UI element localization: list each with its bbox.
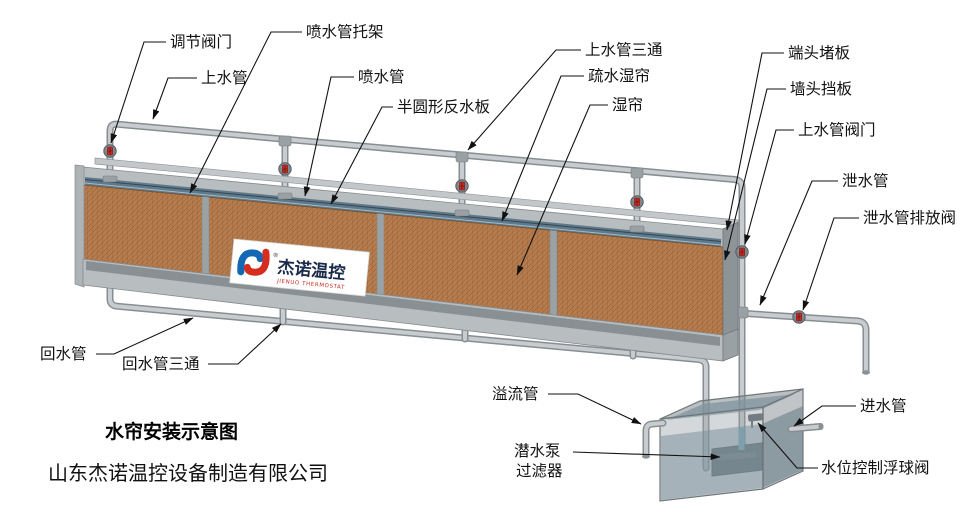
leader-supply-tee xyxy=(467,49,581,151)
brand-logo-plate: ® 杰诺温控 JIENUO THERMOSTAT xyxy=(229,238,370,297)
leader-return-pipe xyxy=(96,317,194,355)
label-spray-pipe-bracket: 喷水管托架 xyxy=(306,23,384,41)
leader-spray-pipe-bracket xyxy=(189,31,302,194)
label-return-tee: 回水管三通 xyxy=(122,355,200,373)
tank-top-rim xyxy=(659,388,804,420)
diagram-title: 水帘安装示意图 xyxy=(105,420,238,443)
leader-deflector xyxy=(330,106,393,205)
label-drainage-pad: 疏水湿帘 xyxy=(588,67,650,85)
leader-lines xyxy=(96,31,859,469)
label-drain-valve: 泄水管排放阀 xyxy=(863,209,956,227)
leader-pump-filter xyxy=(572,451,721,460)
supply-pipe-valve xyxy=(736,246,748,258)
water-front xyxy=(661,424,762,500)
supply-tee-2 xyxy=(278,135,292,147)
spray-pipe-bracket-2 xyxy=(277,192,293,200)
label-deflector: 半圆形反水板 xyxy=(397,98,490,116)
bottom-channel-right-face xyxy=(722,328,739,362)
regulating-valve-2 xyxy=(279,163,291,175)
leader-supply-pipe xyxy=(152,77,197,120)
leader-wall-baffle xyxy=(724,88,786,261)
left-end-frame xyxy=(74,164,85,288)
spray-pipe-bracket-4 xyxy=(629,225,645,233)
leader-regulating-valve xyxy=(110,41,166,144)
regulating-valve-1 xyxy=(104,145,116,157)
pad-divider-2 xyxy=(376,213,385,297)
label-regulating-valve: 调节阀门 xyxy=(170,33,232,51)
label-drain-pipe: 泄水管 xyxy=(842,172,889,190)
label-supply-tee: 上水管三通 xyxy=(585,41,663,59)
pad-assembly xyxy=(74,157,739,362)
logo-mark-red xyxy=(243,248,270,276)
label-float-valve: 水位控制浮球阀 xyxy=(821,459,930,477)
piping xyxy=(106,120,870,472)
leader-supply-valve xyxy=(744,129,794,245)
callout-labels: 调节阀门 上水管 喷水管托架 喷水管 半圆形反水板 上水管三通 疏水湿帘 湿帘 … xyxy=(40,23,956,480)
label-submersible-pump: 潜水泵 xyxy=(514,442,561,460)
label-inlet-pipe: 进水管 xyxy=(860,397,907,415)
supply-tee-4 xyxy=(630,167,644,179)
logo-registered-mark: ® xyxy=(272,252,279,260)
label-overflow-pipe: 溢流管 xyxy=(492,385,539,403)
leader-overflow-pipe xyxy=(548,393,642,425)
regulating-valve-4 xyxy=(631,196,643,208)
pad-divider-3 xyxy=(549,229,558,317)
supply-tee-3 xyxy=(455,151,469,163)
leader-drain-pipe xyxy=(759,180,838,306)
logo-mark-blue xyxy=(237,249,264,276)
label-end-plug-plate: 端头堵板 xyxy=(788,44,850,62)
leader-inlet-pipe xyxy=(793,405,856,427)
spray-pipe-bracket-3 xyxy=(454,209,470,217)
label-supply-valve: 上水管阀门 xyxy=(798,121,876,139)
pad-divider-1 xyxy=(201,196,210,276)
label-wet-pad: 湿帘 xyxy=(612,96,643,114)
leader-return-tee xyxy=(208,323,282,365)
spray-pipe-bracket-1 xyxy=(102,175,118,183)
label-filter: 过滤器 xyxy=(516,462,563,480)
leader-float-valve xyxy=(757,422,818,469)
company-name: 山东杰诺温控设备制造有限公司 xyxy=(48,461,328,485)
label-return-pipe: 回水管 xyxy=(40,345,87,363)
leader-end-plug-plate xyxy=(725,52,784,231)
drain-pipe-open-end xyxy=(862,370,870,375)
drain-discharge-valve xyxy=(793,311,805,323)
water-tank xyxy=(642,388,824,502)
regulating-valve-3 xyxy=(456,180,468,192)
leader-drain-valve xyxy=(802,217,859,311)
label-spray-pipe: 喷水管 xyxy=(358,68,405,86)
label-supply-pipe: 上水管 xyxy=(201,69,248,87)
label-wall-baffle: 墙头挡板 xyxy=(790,80,852,98)
leader-spray-pipe xyxy=(303,76,354,197)
leader-wet-pad xyxy=(516,104,608,276)
tank-front-wall xyxy=(659,406,764,502)
leader-drainage-pad xyxy=(501,75,584,222)
